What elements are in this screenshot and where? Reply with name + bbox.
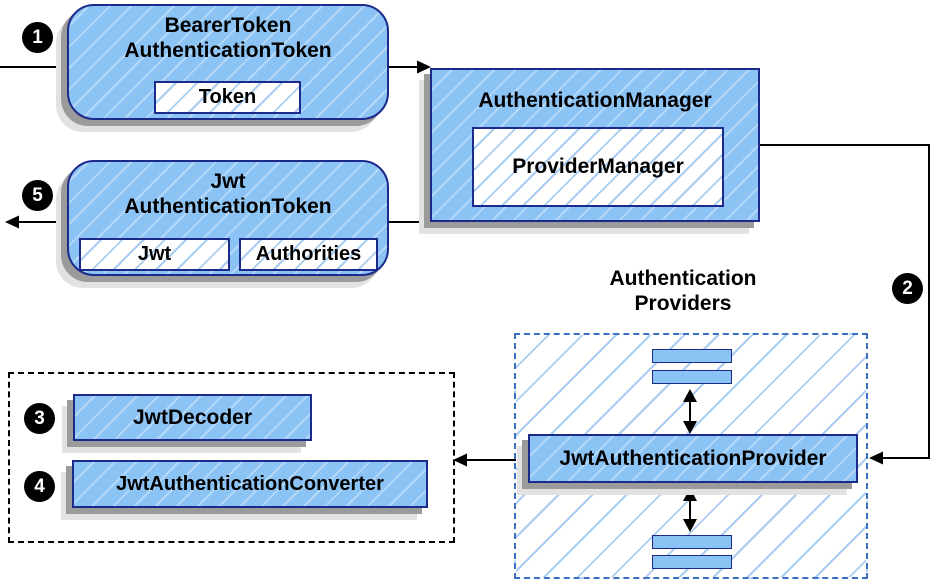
other-provider-bar [652,370,732,384]
node-jwt-decoder: JwtDecoder [73,394,312,441]
step-badge-4: 4 [24,471,55,502]
step-badge-2: 2 [892,273,923,304]
other-provider-bar [652,555,732,569]
step-badge-1: 1 [22,22,53,53]
arrowhead-right-icon [417,60,431,74]
authentication-providers-label: Authentication Providers [563,266,803,316]
node-jwt-authentication-provider: JwtAuthenticationProvider [528,434,858,483]
field-token: Token [154,81,301,114]
node-title: AuthenticationManager [478,89,712,112]
arrowhead-left-icon [5,215,19,229]
title-line: Jwt [210,170,246,193]
title-line: AuthenticationToken [124,195,332,218]
node-authentication-manager: AuthenticationManager ProviderManager [430,68,760,222]
field-authorities: Authorities [239,238,378,271]
node-jwt-authentication-token: Jwt AuthenticationToken Jwt Authorities [67,160,389,276]
label-line: Authentication [609,267,757,290]
title-line: AuthenticationToken [124,39,332,62]
field-jwt: Jwt [79,238,230,271]
step-badge-5: 5 [22,180,53,211]
arrowhead-left-icon [869,451,883,465]
step-badge-3: 3 [24,403,55,434]
node-bearer-token-authentication-token: BearerToken AuthenticationToken Token [67,4,389,120]
other-provider-bar [652,349,732,363]
other-provider-bar [652,535,732,549]
title-line: BearerToken [164,14,292,37]
node-title: BearerToken AuthenticationToken [69,6,387,63]
node-jwt-authentication-converter: JwtAuthenticationConverter [72,460,428,508]
arrowhead-left-icon [453,453,467,467]
field-provider-manager: ProviderManager [472,127,724,207]
label-line: Providers [634,292,732,315]
decoder-converter-group [8,372,455,543]
node-title: Jwt AuthenticationToken [69,162,387,219]
